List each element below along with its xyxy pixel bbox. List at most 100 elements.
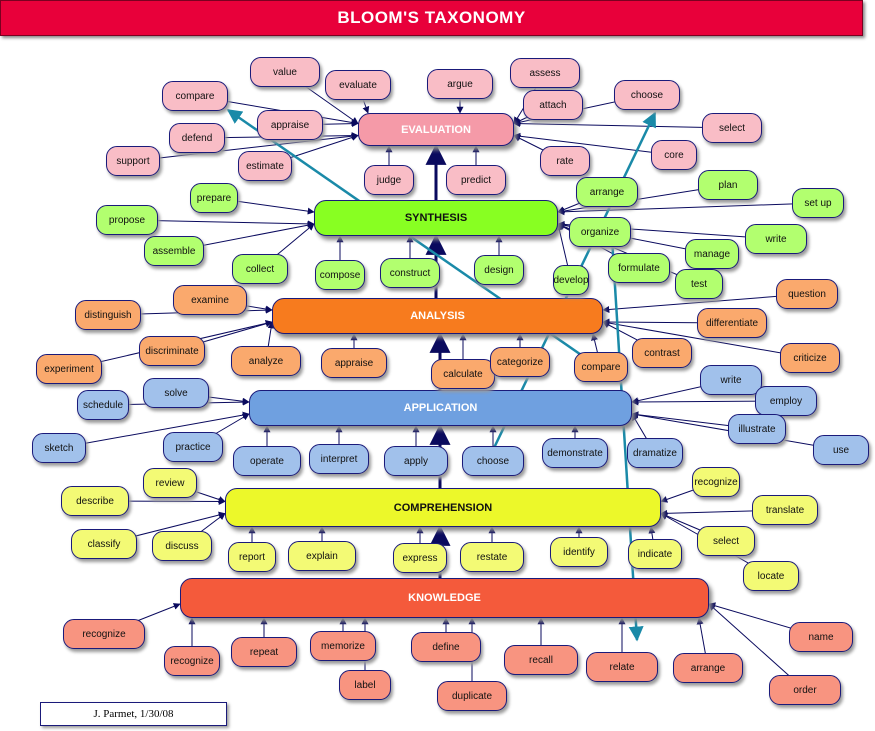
verb-knowledge-label: label bbox=[339, 670, 391, 700]
verb-comprehension-select: select bbox=[697, 526, 755, 556]
title-banner: BLOOM'S TAXONOMY bbox=[0, 0, 863, 36]
verb-evaluation-compare: compare bbox=[162, 81, 228, 111]
verb-comprehension-restate: restate bbox=[460, 542, 524, 572]
level-application: APPLICATION bbox=[249, 390, 632, 426]
verb-synthesis-prepare: prepare bbox=[190, 183, 238, 213]
verb-evaluation-assess: assess bbox=[510, 58, 580, 88]
verb-application-dramatize: dramatize bbox=[627, 438, 683, 468]
verb-comprehension-review: review bbox=[143, 468, 197, 498]
verb-application-use: use bbox=[813, 435, 869, 465]
author-credit: J. Parmet, 1/30/08 bbox=[40, 702, 227, 726]
verb-comprehension-identify: identify bbox=[550, 537, 608, 567]
verb-application-practice: practice bbox=[163, 432, 223, 462]
verb-edge bbox=[602, 319, 811, 359]
cross-level-arrow bbox=[610, 237, 644, 642]
verb-comprehension-translate: translate bbox=[752, 495, 818, 525]
verb-analysis-distinguish: distinguish bbox=[75, 300, 141, 330]
level-evaluation: EVALUATION bbox=[358, 113, 514, 146]
verb-knowledge-arrange: arrange bbox=[673, 653, 743, 683]
verb-evaluation-appraise: appraise bbox=[257, 110, 323, 140]
verb-evaluation-choose: choose bbox=[614, 80, 680, 110]
verb-analysis-calculate: calculate bbox=[431, 359, 495, 389]
verb-synthesis-design: design bbox=[474, 255, 524, 285]
verb-evaluation-judge: judge bbox=[364, 165, 414, 195]
verb-application-interpret: interpret bbox=[309, 444, 369, 474]
verb-synthesis-construct: construct bbox=[380, 258, 440, 288]
verb-synthesis-manage: manage bbox=[685, 239, 739, 269]
verb-evaluation-predict: predict bbox=[446, 165, 506, 195]
verb-application-employ: employ bbox=[755, 386, 817, 416]
verb-analysis-appraise: appraise bbox=[321, 348, 387, 378]
verb-edge bbox=[513, 132, 675, 156]
verb-synthesis-collect: collect bbox=[232, 254, 288, 284]
verb-application-choose: choose bbox=[462, 446, 524, 476]
verb-knowledge-duplicate: duplicate bbox=[437, 681, 507, 711]
verb-application-sketch: sketch bbox=[32, 433, 86, 463]
verb-synthesis-test: test bbox=[675, 269, 723, 299]
verb-knowledge-recall: recall bbox=[504, 645, 578, 675]
verb-knowledge-recognize: recognize bbox=[63, 619, 145, 649]
verb-evaluation-support: support bbox=[106, 146, 160, 176]
verb-analysis-examine: examine bbox=[173, 285, 247, 315]
verb-knowledge-define: define bbox=[411, 632, 481, 662]
verb-application-schedule: schedule bbox=[77, 390, 129, 420]
verb-synthesis-formulate: formulate bbox=[608, 253, 670, 283]
verb-evaluation-defend: defend bbox=[169, 123, 225, 153]
verb-analysis-criticize: criticize bbox=[780, 343, 840, 373]
verb-evaluation-rate: rate bbox=[540, 146, 590, 176]
verb-application-solve: solve bbox=[143, 378, 209, 408]
page-title: BLOOM'S TAXONOMY bbox=[337, 8, 526, 27]
verb-knowledge-relate: relate bbox=[586, 652, 658, 682]
verb-comprehension-express: express bbox=[393, 543, 447, 573]
verb-evaluation-evaluate: evaluate bbox=[325, 70, 391, 100]
verb-evaluation-value: value bbox=[250, 57, 320, 87]
verb-analysis-contrast: contrast bbox=[632, 338, 692, 368]
verb-evaluation-estimate: estimate bbox=[238, 151, 292, 181]
verb-synthesis-compose: compose bbox=[315, 260, 365, 290]
verb-analysis-question: question bbox=[776, 279, 838, 309]
verb-analysis-categorize: categorize bbox=[490, 347, 550, 377]
verb-edge bbox=[602, 293, 808, 313]
verb-application-apply: apply bbox=[384, 446, 448, 476]
verb-comprehension-discuss: discuss bbox=[152, 531, 212, 561]
verb-analysis-experiment: experiment bbox=[36, 354, 102, 384]
verb-edge bbox=[513, 120, 733, 129]
verb-synthesis-set-up: set up bbox=[792, 188, 844, 218]
verb-synthesis-propose: propose bbox=[96, 205, 158, 235]
level-analysis: ANALYSIS bbox=[272, 298, 603, 334]
level-knowledge: KNOWLEDGE bbox=[180, 578, 709, 618]
verb-evaluation-select: select bbox=[702, 113, 762, 143]
verb-analysis-analyze: analyze bbox=[231, 346, 301, 376]
verb-application-write: write bbox=[700, 365, 762, 395]
verb-knowledge-repeat: repeat bbox=[231, 637, 297, 667]
verb-knowledge-recognize: recognize bbox=[164, 646, 220, 676]
verb-edge bbox=[132, 132, 359, 162]
verb-evaluation-core: core bbox=[651, 140, 697, 170]
verb-comprehension-recognize: recognize bbox=[692, 467, 740, 497]
verb-application-demonstrate: demonstrate bbox=[542, 438, 608, 468]
verb-analysis-compare: compare bbox=[574, 352, 628, 382]
level-synthesis: SYNTHESIS bbox=[314, 200, 558, 236]
verb-analysis-differentiate: differentiate bbox=[697, 308, 767, 338]
verb-application-operate: operate bbox=[233, 446, 301, 476]
level-comprehension: COMPREHENSION bbox=[225, 488, 661, 527]
verb-synthesis-assemble: assemble bbox=[144, 236, 204, 266]
verb-edge bbox=[557, 202, 819, 216]
verb-edge bbox=[58, 411, 250, 449]
verb-evaluation-argue: argue bbox=[427, 69, 493, 99]
verb-comprehension-describe: describe bbox=[61, 486, 129, 516]
verb-comprehension-locate: locate bbox=[743, 561, 799, 591]
verb-synthesis-develop: develop bbox=[553, 265, 589, 295]
verb-edge bbox=[126, 219, 315, 228]
verb-knowledge-order: order bbox=[769, 675, 841, 705]
verb-synthesis-plan: plan bbox=[698, 170, 758, 200]
verb-application-illustrate: illustrate bbox=[728, 414, 786, 444]
verb-comprehension-indicate: indicate bbox=[628, 539, 682, 569]
verb-evaluation-attach: attach bbox=[523, 90, 583, 120]
verb-knowledge-memorize: memorize bbox=[310, 631, 376, 661]
verb-analysis-discriminate: discriminate bbox=[139, 336, 205, 366]
verb-synthesis-organize: organize bbox=[569, 217, 631, 247]
verb-comprehension-report: report bbox=[228, 542, 276, 572]
verb-knowledge-name: name bbox=[789, 622, 853, 652]
verb-synthesis-arrange: arrange bbox=[576, 177, 638, 207]
